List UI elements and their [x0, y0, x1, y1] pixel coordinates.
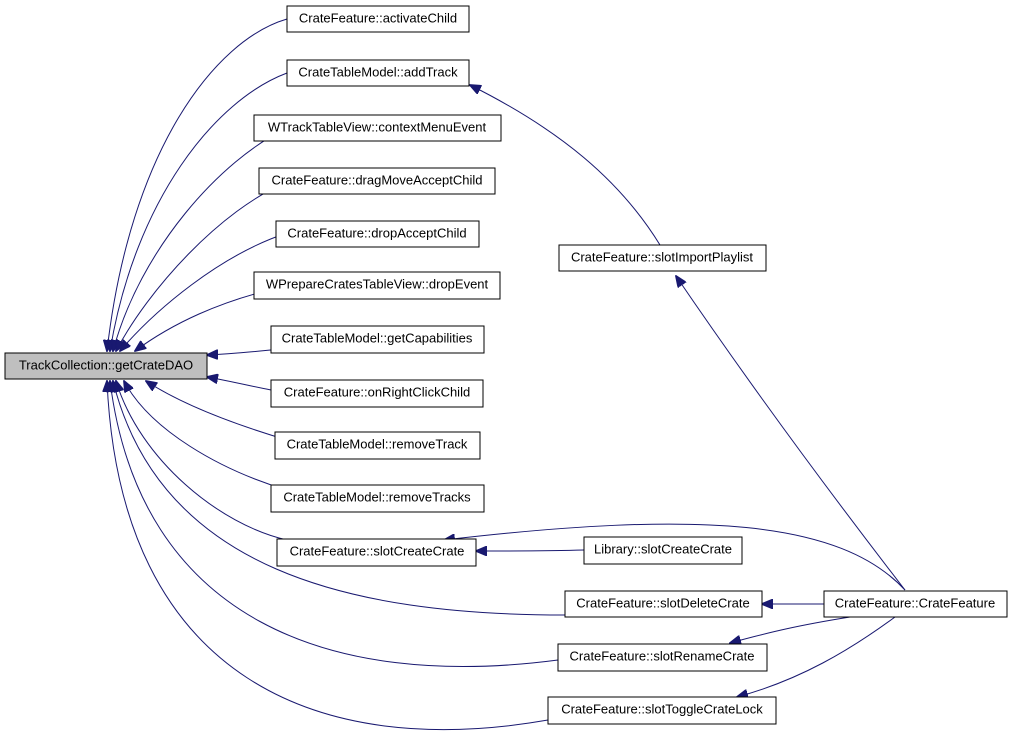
node-label: CrateFeature::slotCreateCrate	[290, 543, 465, 558]
node-remove-track[interactable]: CrateTableModel::removeTrack	[274, 431, 481, 460]
node-slot-delete-crate[interactable]: CrateFeature::slotDeleteCrate	[564, 590, 763, 618]
node-get-crate-dao[interactable]: TrackCollection::getCrateDAO	[4, 352, 208, 380]
node-label: WPrepareCratesTableView::dropEvent	[266, 276, 489, 291]
node-label: CrateTableModel::addTrack	[298, 64, 458, 79]
edge-get-capabilities	[207, 349, 272, 355]
node-slot-rename-crate[interactable]: CrateFeature::slotRenameCrate	[557, 643, 768, 672]
edge-crate-feature-to-import-playlist	[676, 276, 906, 591]
edge-drag-move-accept-child	[116, 181, 288, 351]
edge-import-playlist-to-add-track	[470, 85, 661, 246]
edge-drop-accept-child	[120, 232, 288, 351]
node-get-capabilities[interactable]: CrateTableModel::getCapabilities	[270, 325, 485, 354]
node-drop-accept-child[interactable]: CrateFeature::dropAcceptChild	[275, 220, 480, 248]
node-label: CrateFeature::slotRenameCrate	[570, 648, 755, 663]
node-label: TrackCollection::getCrateDAO	[19, 357, 193, 372]
node-slot-toggle-crate-lock[interactable]: CrateFeature::slotToggleCrateLock	[547, 696, 777, 725]
edge-activate-child	[107, 18, 288, 351]
node-label: CrateFeature::onRightClickChild	[284, 384, 470, 399]
edge-context-menu-event	[113, 127, 288, 351]
node-remove-tracks[interactable]: CrateTableModel::removeTracks	[270, 484, 485, 513]
edge-remove-tracks	[124, 381, 288, 491]
node-label: CrateTableModel::removeTracks	[283, 489, 471, 504]
node-slot-create-crate[interactable]: CrateFeature::slotCreateCrate	[276, 538, 477, 567]
edge-library-to-slot-create-crate	[476, 550, 585, 551]
node-label: Library::slotCreateCrate	[594, 541, 732, 556]
edge-slot-toggle-crate-lock	[107, 381, 549, 731]
node-library-slot-create-crate[interactable]: Library::slotCreateCrate	[583, 536, 743, 565]
edges	[107, 18, 906, 731]
node-drop-event[interactable]: WPrepareCratesTableView::dropEvent	[253, 271, 501, 300]
node-drag-move-accept-child[interactable]: CrateFeature::dragMoveAcceptChild	[258, 167, 496, 195]
edge-slot-create-crate	[116, 381, 288, 541]
node-label: CrateFeature::slotImportPlaylist	[571, 249, 753, 264]
edge-add-track	[110, 72, 288, 351]
node-label: WTrackTableView::contextMenuEvent	[268, 119, 487, 134]
edge-crate-feature-to-slot-rename-crate	[730, 616, 851, 643]
edge-slot-rename-crate	[110, 381, 559, 667]
node-context-menu-event[interactable]: WTrackTableView::contextMenuEvent	[253, 114, 502, 142]
node-label: CrateFeature::dropAcceptChild	[287, 225, 466, 240]
node-label: CrateFeature::slotDeleteCrate	[576, 595, 749, 610]
node-label: CrateFeature::dragMoveAcceptChild	[272, 172, 483, 187]
node-label: CrateTableModel::getCapabilities	[282, 330, 473, 345]
edge-remove-track	[146, 381, 288, 441]
node-activate-child[interactable]: CrateFeature::activateChild	[286, 5, 470, 33]
node-label: CrateFeature::activateChild	[299, 10, 457, 25]
node-add-track[interactable]: CrateTableModel::addTrack	[286, 59, 470, 87]
node-slot-import-playlist[interactable]: CrateFeature::slotImportPlaylist	[558, 244, 767, 272]
node-on-right-click-child[interactable]: CrateFeature::onRightClickChild	[270, 379, 484, 408]
edge-on-right-click-child	[207, 377, 272, 391]
node-label: CrateFeature::slotToggleCrateLock	[561, 701, 763, 716]
edge-slot-delete-crate	[113, 381, 566, 616]
nodes: TrackCollection::getCrateDAO CrateFeatur…	[4, 5, 1008, 725]
node-label: CrateTableModel::removeTrack	[287, 436, 468, 451]
node-label: CrateFeature::CrateFeature	[835, 595, 995, 610]
edge-crate-feature-to-slot-create-crate	[444, 523, 906, 591]
edge-crate-feature-to-slot-toggle-crate-lock	[737, 616, 896, 697]
node-crate-feature-ctor[interactable]: CrateFeature::CrateFeature	[823, 590, 1008, 618]
